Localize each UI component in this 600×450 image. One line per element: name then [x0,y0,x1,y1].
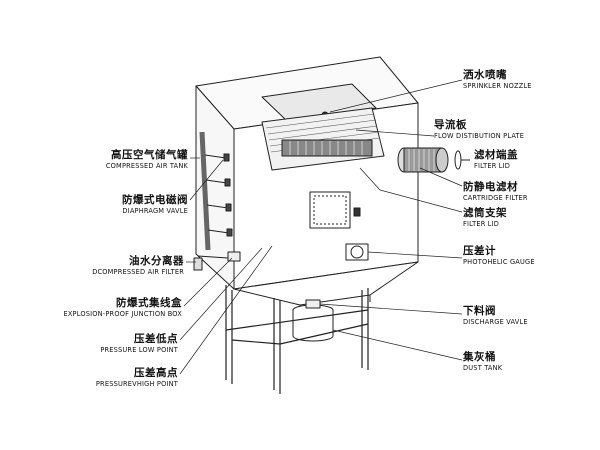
photohelic-gauge [350,245,364,259]
label-diaphragm-valve: 防爆式电磁阀 DIAPHRAGM VAVLE [122,194,188,215]
label-dust-tank: 集灰桶 DUST TANK [463,351,503,372]
label-pressure-low-point: 压差低点 PRESSURE LOW POINT [100,333,178,354]
label-pressure-high-point: 压差高点 PRESSUREVHIGH POINT [95,367,178,388]
dust-tank [292,310,334,342]
label-compressed-air-tank: 高压空气储气罐 COMPRESSED AIR TANK [105,149,188,170]
label-filter-lid-top: 滤材端盖 FILTER LID [474,149,518,170]
label-filter-lid-support: 滤筒支架 FILTER LID [463,207,507,228]
air-filter [193,257,203,271]
label-sprinkler-nozzle: 洒水喷嘴 SPRINKLER NOZZLE [463,69,532,90]
label-junction-box: 防爆式集线盒 EXPLOSION-PROOF JUNCTION BOX [63,297,182,318]
discharge-valve [305,299,321,309]
label-cartridge-filter: 防静电滤材 CARTRIDGE FILTER [463,181,528,202]
label-photohelic-gauge: 压差计 PHOTOHELIC GAUGE [463,245,535,266]
filter-lid [454,150,462,170]
junction-box [227,251,241,262]
filter-cartridge-inner [281,139,373,157]
label-discharge-valve: 下料阀 DISCHARGE VAVLE [463,305,528,326]
label-flow-distribution-plate: 导流板 FLOW DISTIBUTION PLATE [434,119,525,140]
diaphragm-valve [223,153,230,162]
compressed-air-tank [199,131,211,251]
label-air-filter: 油水分离器 DCOMPRESSED AIR FILTER [92,255,184,276]
